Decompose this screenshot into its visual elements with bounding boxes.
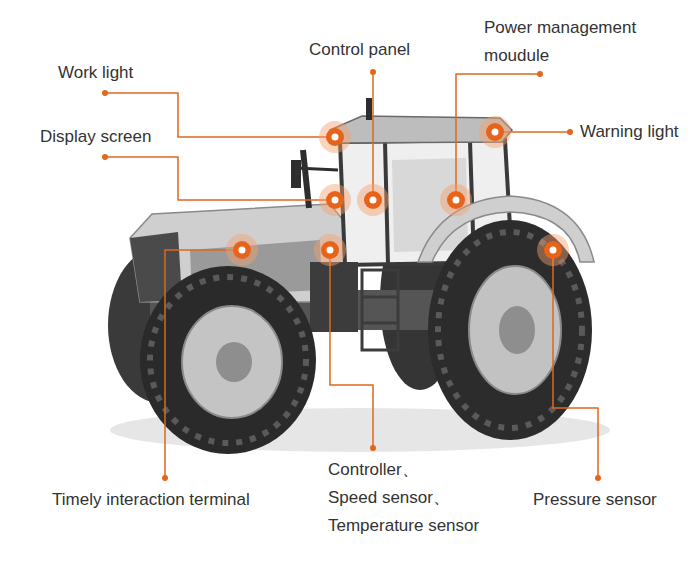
marker-center: [370, 197, 377, 204]
marker: [440, 184, 472, 216]
label-line: Temperature sensor: [328, 512, 479, 540]
leader-dot: [102, 90, 108, 96]
leader-line: [105, 157, 335, 200]
callout-label: Power management moudule: [484, 14, 659, 70]
leader-dot: [370, 69, 376, 75]
marker-dot: [447, 191, 465, 209]
marker-dot: [486, 123, 504, 141]
marker-halo: [357, 184, 389, 216]
mirror-arm: [296, 168, 338, 170]
antenna: [366, 98, 372, 120]
fuel-tank: [310, 262, 358, 332]
cab-steps: [362, 270, 398, 350]
callout-label: Control panel: [309, 40, 410, 60]
leader-dot: [162, 475, 168, 481]
marker-dot: [321, 241, 339, 259]
marker: [479, 116, 511, 148]
marker-center: [327, 247, 334, 254]
marker-dot: [326, 191, 344, 209]
marker-group: [226, 116, 569, 266]
marker: [319, 184, 351, 216]
marker-center: [453, 197, 460, 204]
leader-dot: [567, 129, 573, 135]
leader-line: [553, 250, 598, 478]
marker-center: [332, 134, 339, 141]
marker-center: [239, 247, 246, 254]
callout-label: Warning light: [580, 122, 679, 142]
front-tire-tread: [150, 277, 306, 443]
leader-lines: [105, 72, 598, 478]
marker-halo: [479, 116, 511, 148]
marker-dot: [233, 241, 251, 259]
cab-step: [362, 296, 398, 299]
marker: [319, 121, 351, 153]
callout-label: Display screen: [40, 127, 152, 147]
mirror: [291, 160, 301, 188]
marker-dot: [364, 191, 382, 209]
rear-wheel-tire: [428, 220, 592, 440]
front-wheel-rim: [182, 306, 282, 418]
callout-label: Controller、 Speed sensor、 Temperature se…: [328, 456, 479, 540]
front-wheel-tire: [140, 266, 316, 454]
leader-end-dots: [102, 69, 601, 481]
marker-halo: [314, 234, 346, 266]
marker: [226, 234, 258, 266]
marker-dot: [326, 128, 344, 146]
leader-dot: [537, 71, 543, 77]
leader-dot: [370, 445, 376, 451]
label-line: Speed sensor、: [328, 484, 479, 512]
callout-label: Timely interaction terminal: [52, 490, 250, 510]
marker-center: [332, 197, 339, 204]
marker-halo: [440, 184, 472, 216]
callout-label: Work light: [58, 63, 133, 83]
rear-wheel-hub: [499, 306, 535, 354]
marker-halo: [319, 184, 351, 216]
marker: [314, 234, 346, 266]
marker-center: [492, 129, 499, 136]
callout-label: Pressure sensor: [533, 490, 657, 510]
leader-dot: [595, 475, 601, 481]
cab-step: [362, 322, 398, 325]
front-wheel-hub: [216, 342, 252, 382]
marker-halo: [537, 234, 569, 266]
marker-halo: [226, 234, 258, 266]
marker: [537, 234, 569, 266]
marker-halo: [319, 121, 351, 153]
marker-dot: [544, 241, 562, 259]
marker: [357, 184, 389, 216]
leader-line: [456, 74, 540, 200]
leader-dot: [102, 154, 108, 160]
leader-line: [165, 250, 242, 478]
marker-center: [550, 247, 557, 254]
rear-tire-tread: [438, 232, 582, 428]
leader-line: [372, 72, 374, 200]
label-line: Controller、: [328, 456, 479, 484]
rear-wheel-rim: [469, 266, 561, 394]
leader-line: [330, 250, 373, 448]
